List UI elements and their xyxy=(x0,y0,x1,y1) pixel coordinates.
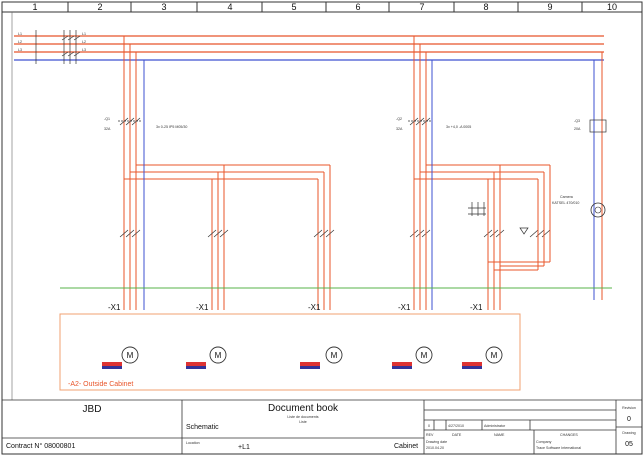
breaker-label: -Q3 xyxy=(574,119,580,123)
column-header: 1 2 3 4 5 6 7 8 9 10 xyxy=(2,2,642,13)
motor-1: M xyxy=(102,346,139,369)
rev-date: 4/27/2010 xyxy=(448,424,464,428)
motor-symbol: M xyxy=(215,351,222,360)
breaker-rating: 32A xyxy=(104,127,111,131)
column-number: 10 xyxy=(607,2,617,12)
drawing-label: Drawing xyxy=(622,431,635,435)
title-block xyxy=(2,399,642,454)
terminal-label: -X1 xyxy=(398,303,411,312)
camera-label: Camera xyxy=(560,195,573,199)
motor-symbol: M xyxy=(491,351,498,360)
feeder-1: -Q1 32A 3x 0-25 IP5 M05/30 xyxy=(104,36,331,310)
busbar-label: L3 xyxy=(18,48,22,52)
rev-header: NAME xyxy=(494,433,505,437)
column-number: 5 xyxy=(291,2,296,12)
cabinet-label: -A2- Outside Cabinet xyxy=(68,381,133,388)
terminal-strip: -X1 -X1 -X1 -X1 -X1 xyxy=(108,303,483,312)
revision-value: 0 xyxy=(627,416,631,423)
busbar-label-small: L2 xyxy=(82,40,86,44)
company-value: Trace Software International xyxy=(536,446,581,450)
drawing-date-value: 2010.04.20 xyxy=(426,446,444,450)
column-number: 3 xyxy=(161,2,166,12)
revision-label: Revision xyxy=(622,406,636,410)
busbar-label: L2 xyxy=(18,40,22,44)
rev-name: Administrator xyxy=(484,424,506,428)
terminal-label: -X1 xyxy=(470,303,483,312)
rev-value: 0 xyxy=(428,424,430,428)
feeder-3: -Q3 20A Camera KATSEL 470/010 xyxy=(552,52,607,300)
motor-symbol: M xyxy=(421,351,428,360)
busbars: L1 L2 L3 L1 L2 L3 xyxy=(14,32,604,61)
terminal-label: -X1 xyxy=(308,303,321,312)
rev-header: REV xyxy=(426,433,434,437)
motor-symbol: M xyxy=(127,351,134,360)
breaker-spec: 3x +4,0 -A 0005 xyxy=(446,125,471,129)
camera-symbol xyxy=(590,202,606,218)
column-number: 9 xyxy=(547,2,552,12)
company-label: Company xyxy=(536,440,552,444)
cabinet-field: Cabinet xyxy=(394,443,418,450)
main-switch-symbol xyxy=(35,30,81,64)
busbar-label-small: L3 xyxy=(82,48,86,52)
camera-spec: KATSEL 470/010 xyxy=(552,201,579,205)
terminal-label: -X1 xyxy=(196,303,209,312)
breaker-rating: 32A xyxy=(396,127,403,131)
busbar-label-small: L1 xyxy=(82,32,86,36)
drawing-value: 05 xyxy=(625,441,633,448)
column-number: 8 xyxy=(483,2,488,12)
drawing-date-label: Drawing date xyxy=(426,440,447,444)
motor-2: M xyxy=(186,346,227,369)
breaker-spec: 3x 0-25 IP5 M05/30 xyxy=(156,125,187,129)
document-title: Document book xyxy=(268,403,339,414)
motor-3: M xyxy=(300,346,343,369)
column-number: 4 xyxy=(227,2,232,12)
breaker-label: -Q2 xyxy=(396,117,402,121)
rev-header: CHANGES xyxy=(560,433,578,437)
company-left: JBD xyxy=(83,404,102,415)
contract-number: Contract N° 08000801 xyxy=(6,442,75,450)
motors: M M M M M xyxy=(102,346,503,369)
rev-header: DATE xyxy=(452,433,462,437)
column-number: 2 xyxy=(97,2,102,12)
document-subtitle: Liste de documents xyxy=(287,415,318,419)
document-subtitle: Liste xyxy=(299,420,307,424)
terminal-label: -X1 xyxy=(108,303,121,312)
cabinet-boundary xyxy=(59,313,521,391)
feeder-2: -Q2 32A 3x +4,0 -A 0005 xyxy=(396,36,551,310)
location-value: +L1 xyxy=(238,444,250,451)
motor-symbol: M xyxy=(331,351,338,360)
column-number: 1 xyxy=(32,2,37,12)
motor-4: M xyxy=(392,346,433,369)
motor-5: M xyxy=(462,346,503,369)
column-number: 7 xyxy=(419,2,424,12)
column-number: 6 xyxy=(355,2,360,12)
location-label: Location xyxy=(186,441,200,445)
breaker-label: -Q1 xyxy=(104,117,110,121)
title-block-text: JBD Document book Liste de documents Lis… xyxy=(6,403,636,451)
schematic-label: Schematic xyxy=(186,424,219,431)
busbar-label: L1 xyxy=(18,32,22,36)
breaker-rating: 20A xyxy=(574,127,581,131)
